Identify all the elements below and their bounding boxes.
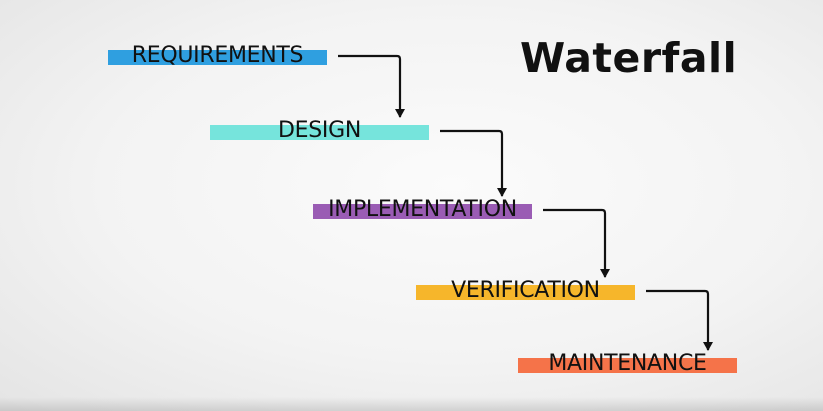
step-label-maintenance: MAINTENANCE <box>548 351 707 376</box>
diagram-title: Waterfall <box>520 34 738 82</box>
step-bar-design <box>210 125 429 140</box>
step-label-verification: VERIFICATION <box>451 278 600 303</box>
step-maintenance: MAINTENANCE <box>518 351 737 377</box>
step-label-requirements: REQUIREMENTS <box>131 43 304 68</box>
step-requirements: REQUIREMENTS <box>108 43 327 69</box>
arrow-requirements-to-design <box>338 54 405 118</box>
step-bar-verification <box>416 285 635 300</box>
step-label-implementation: IMPLEMENTATION <box>328 197 517 222</box>
step-label-design: DESIGN <box>278 118 361 143</box>
step-bar-requirements <box>108 50 327 65</box>
step-design: DESIGN <box>210 118 429 144</box>
step-verification: VERIFICATION <box>416 278 635 304</box>
arrow-verification-to-maintenance <box>646 289 713 351</box>
step-bar-maintenance <box>518 358 737 373</box>
arrow-implementation-to-verification <box>543 208 610 278</box>
background-vignette <box>0 397 823 411</box>
step-bar-implementation <box>313 204 532 219</box>
step-implementation: IMPLEMENTATION <box>313 197 532 223</box>
arrow-design-to-implementation <box>440 129 507 197</box>
